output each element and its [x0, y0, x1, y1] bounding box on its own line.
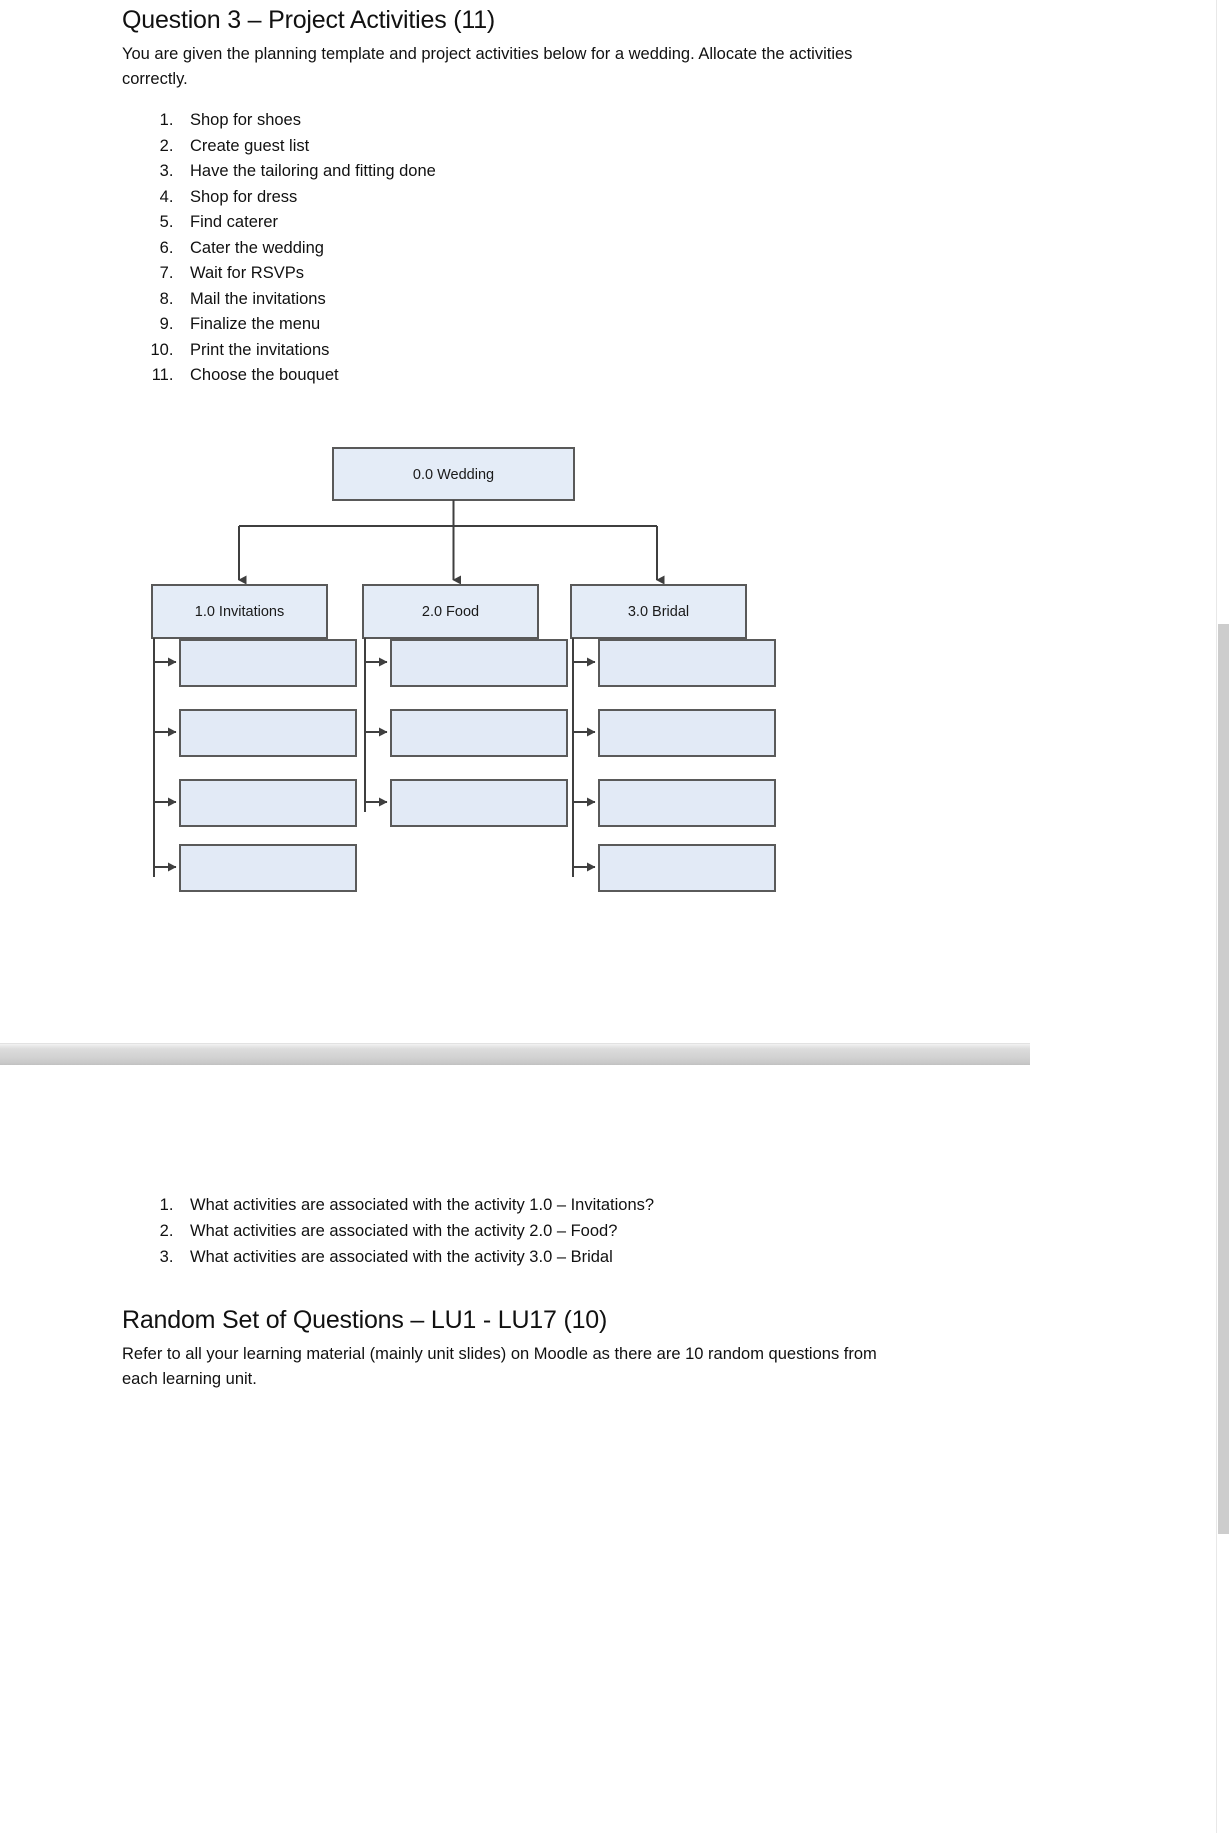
- wbs-branch-bridal: 3.0 Bridal: [570, 584, 776, 892]
- list-item: Print the invitations: [178, 338, 912, 364]
- list-item: Wait for RSVPs: [178, 261, 912, 287]
- list-item: Mail the invitations: [178, 287, 912, 313]
- wbs-empty-slot[interactable]: [390, 709, 568, 757]
- wbs-branch-box-2: [362, 584, 539, 639]
- subquestion-list: What activities are associated with the …: [122, 1192, 912, 1270]
- wbs-branch-label-1: 1.0 Invitations: [195, 604, 284, 620]
- wbs-branch-label-3: 3.0 Bridal: [628, 604, 689, 620]
- wbs-empty-slot[interactable]: [390, 779, 568, 827]
- wbs-empty-slot[interactable]: [598, 779, 776, 827]
- wbs-branch-box-3: [570, 584, 747, 639]
- list-item: Find caterer: [178, 210, 912, 236]
- wbs-branch-label-2: 2.0 Food: [422, 604, 479, 620]
- wbs-empty-slot[interactable]: [598, 639, 776, 687]
- wbs-branch-box-1: [151, 584, 328, 639]
- viewer-right-gutter: [1030, 0, 1230, 1833]
- list-item: Cater the wedding: [178, 236, 912, 262]
- wbs-diagram-svg: 0.0 Wedding 1.0 Invitations: [151, 447, 776, 892]
- list-item: Shop for dress: [178, 185, 912, 211]
- section-body-random-questions: Refer to all your learning material (mai…: [122, 1345, 877, 1388]
- list-item: What activities are associated with the …: [178, 1218, 912, 1244]
- page-break-separator: [0, 1043, 1030, 1066]
- page-two-content: What activities are associated with the …: [122, 1192, 912, 1392]
- list-item: What activities are associated with the …: [178, 1244, 912, 1270]
- list-item: Have the tailoring and fitting done: [178, 159, 912, 185]
- activity-list: Shop for shoes Create guest list Have th…: [122, 108, 912, 389]
- wbs-branch-invitations: 1.0 Invitations: [151, 584, 357, 892]
- vertical-scrollbar-track[interactable]: [1216, 0, 1230, 1833]
- wbs-root-label: 0.0 Wedding: [413, 467, 494, 483]
- wbs-empty-slot[interactable]: [179, 779, 357, 827]
- wbs-empty-slot[interactable]: [390, 639, 568, 687]
- vertical-scrollbar-thumb[interactable]: [1218, 624, 1229, 1534]
- list-item: Choose the bouquet: [178, 363, 912, 389]
- section-title-random-questions: Random Set of Questions – LU1 - LU17 (10…: [122, 1306, 608, 1334]
- list-item: What activities are associated with the …: [178, 1192, 912, 1218]
- list-item: Create guest list: [178, 134, 912, 160]
- wbs-empty-slot[interactable]: [179, 844, 357, 892]
- wbs-empty-slot[interactable]: [179, 709, 357, 757]
- list-item: Finalize the menu: [178, 312, 912, 338]
- wbs-empty-slot[interactable]: [598, 844, 776, 892]
- document-page-two: [0, 1065, 1030, 1833]
- wbs-node-root: 0.0 Wedding: [332, 447, 575, 501]
- list-item: Shop for shoes: [178, 108, 912, 134]
- page-title: Question 3 – Project Activities (11): [122, 6, 496, 34]
- question-intro-text: You are given the planning template and …: [122, 45, 853, 88]
- wbs-empty-slot[interactable]: [179, 639, 357, 687]
- wbs-diagram: 0.0 Wedding 1.0 Invitations: [148, 440, 848, 920]
- wbs-root-box: [332, 447, 575, 501]
- wbs-branch-food: 2.0 Food: [362, 584, 568, 827]
- wbs-empty-slot[interactable]: [598, 709, 776, 757]
- page-one-content: Question 3 – Project Activities (11) You…: [122, 0, 912, 389]
